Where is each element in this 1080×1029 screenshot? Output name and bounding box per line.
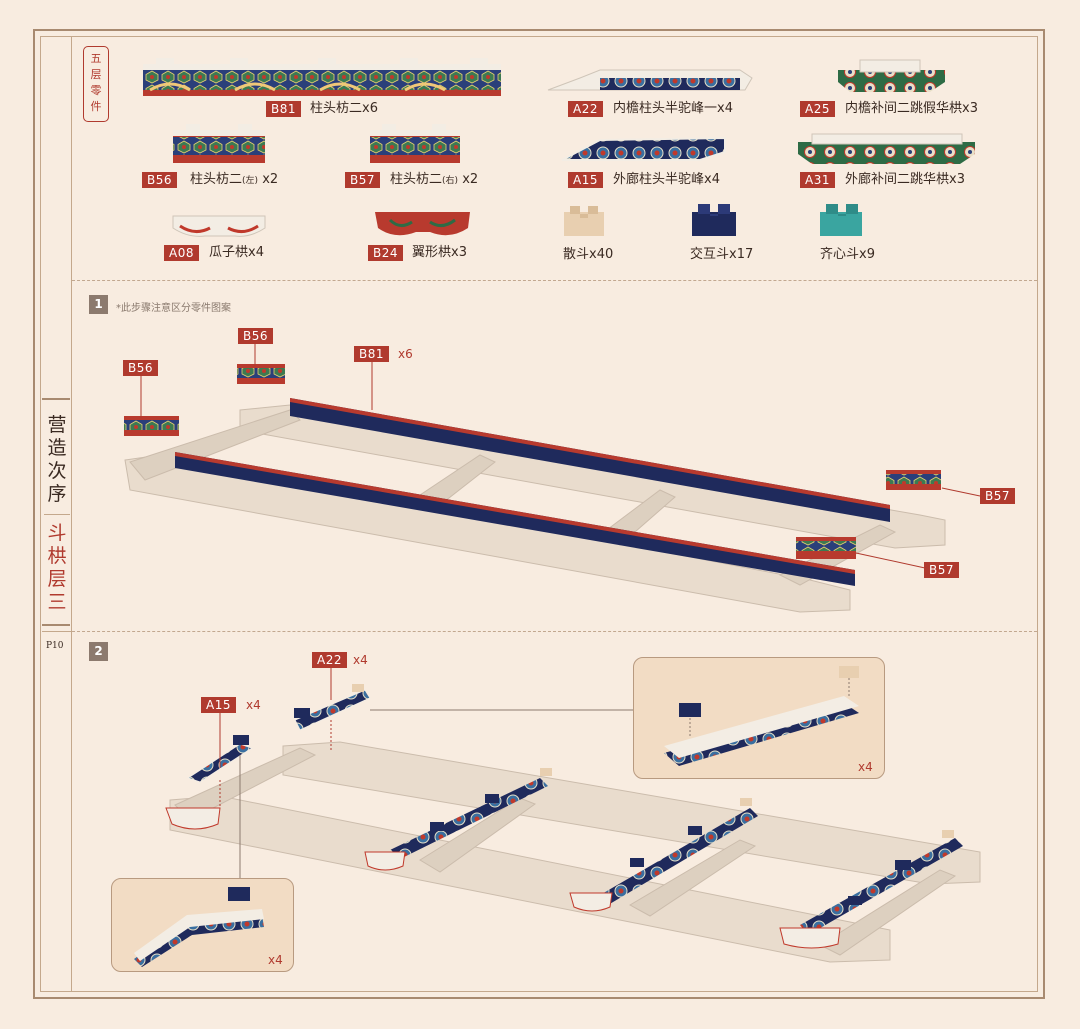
section-divider-2 — [72, 631, 1037, 632]
step2-leader-lines — [219, 668, 633, 880]
step2-brackets-image — [165, 768, 963, 949]
part-name-a08: 瓜子栱x4 — [209, 245, 264, 260]
callout-a15: A15 — [201, 697, 236, 713]
dou-qixin-image — [820, 204, 862, 236]
part-name-a25: 内檐补间二跳假华栱x3 — [845, 101, 978, 116]
part-side-b57: (右) — [442, 176, 459, 186]
step-1-number: 1 — [89, 295, 108, 314]
inset-a22-image — [664, 666, 859, 766]
inset-a15-image — [134, 887, 264, 967]
dou-jiaohu-image — [692, 204, 736, 236]
part-name-a15: 外廊柱头半驼峰x4 — [613, 172, 720, 187]
part-name-b81: 柱头枋二x6 — [310, 101, 378, 116]
dou-san-image — [564, 206, 604, 236]
part-a31-image — [798, 133, 975, 164]
part-code-a15: A15 — [568, 172, 603, 188]
part-code-b81: B81 — [266, 101, 302, 117]
inset-detail-a15: x4 — [111, 878, 294, 972]
sidebar-title-main: 营造次序 — [47, 414, 67, 505]
part-code-b56: B56 — [142, 172, 178, 188]
step2-a22-loose — [294, 684, 371, 731]
step1-b57-loose-parts — [796, 470, 941, 559]
part-a25-image — [838, 59, 945, 92]
part-name-b57: 柱头枋二(右) x2 — [390, 172, 478, 189]
dou-san-label: 散斗x40 — [563, 247, 614, 262]
page-number: P10 — [46, 641, 64, 651]
callout-b56-a: B56 — [123, 360, 159, 376]
part-code-a25: A25 — [800, 101, 835, 117]
callout-b57-b: B57 — [924, 562, 960, 578]
parts-stamp-text: 五层零件 — [90, 52, 102, 113]
part-name-b56: 柱头枋二(左) x2 — [190, 172, 278, 189]
part-b56-image — [173, 124, 265, 163]
sidebar-title-block: 营造次序 斗栱层三 — [42, 398, 70, 626]
part-code-b57: B57 — [345, 172, 381, 188]
part-a22-image — [547, 69, 753, 91]
inset-right-qty: x4 — [858, 760, 873, 774]
callout-b81-qty: x6 — [398, 347, 413, 361]
part-qty-b56: x2 — [262, 172, 279, 187]
dou-qixin-label: 齐心斗x9 — [820, 247, 875, 262]
part-b81-image — [143, 58, 501, 96]
part-name-a22: 内檐柱头半驼峰一x4 — [613, 101, 733, 116]
part-code-b24: B24 — [368, 245, 404, 261]
part-b57-image — [370, 124, 460, 163]
part-a15-image — [561, 136, 726, 161]
callout-b57-a: B57 — [980, 488, 1016, 504]
step2-frame-image — [169, 741, 981, 963]
step1-b56-loose-parts — [124, 364, 285, 436]
inset-detail-a22: x4 — [633, 657, 885, 779]
page-border-outer — [33, 29, 1045, 999]
part-qty-b57: x2 — [462, 172, 479, 187]
part-a08-image — [172, 215, 266, 237]
callout-a22: A22 — [312, 652, 347, 668]
sidebar-title-sub: 斗栱层三 — [44, 514, 70, 613]
part-code-a08: A08 — [164, 245, 199, 261]
step1-beams-image — [175, 398, 890, 586]
callout-b81: B81 — [354, 346, 390, 362]
page-border-inner — [40, 36, 1038, 992]
callout-a15-qty: x4 — [246, 698, 261, 712]
inset-left-qty: x4 — [268, 953, 283, 967]
part-code-a31: A31 — [800, 172, 835, 188]
part-name-b57-text: 柱头枋二 — [390, 172, 443, 187]
step-2-number: 2 — [89, 642, 108, 661]
part-name-a31: 外廊补间二跳华栱x3 — [845, 172, 965, 187]
parts-stamp: 五层零件 — [83, 46, 109, 122]
part-name-b24: 翼形栱x3 — [412, 245, 467, 260]
sidebar-divider-tick — [42, 631, 71, 632]
section-divider-1 — [72, 280, 1037, 281]
part-name-b56-text: 柱头枋二 — [190, 172, 243, 187]
callout-a22-qty: x4 — [353, 653, 368, 667]
dou-jiaohu-label: 交互斗x17 — [690, 247, 754, 262]
callout-b56-b: B56 — [238, 328, 274, 344]
part-code-a22: A22 — [568, 101, 603, 117]
step1-leader-lines — [140, 344, 981, 569]
part-b24-image — [375, 212, 470, 236]
step-1-note: *此步骤注意区分零件图案 — [116, 303, 231, 314]
sidebar-divider — [71, 36, 72, 992]
part-side-b56: (左) — [242, 176, 259, 186]
